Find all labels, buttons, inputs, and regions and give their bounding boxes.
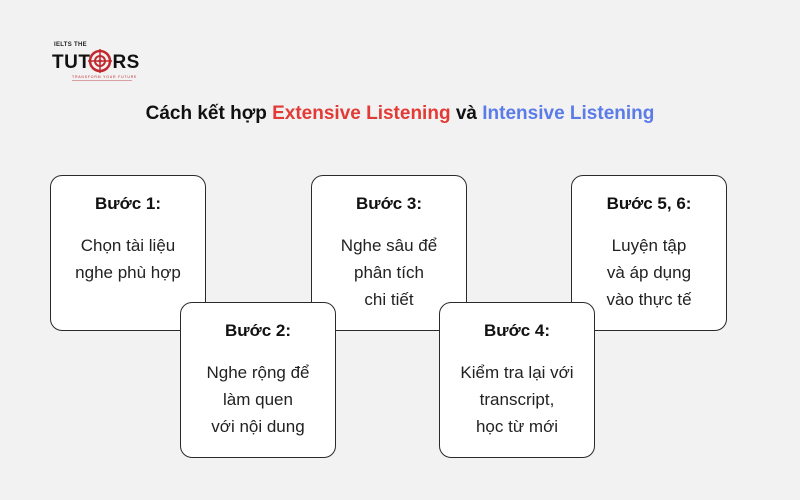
step-text-line: Chọn tài liệu bbox=[80, 236, 176, 255]
logo-tagline: TRANSFORM YOUR FUTURE bbox=[72, 75, 138, 79]
step-text-line: phân tích bbox=[354, 263, 424, 282]
step-description: Chọn tài liệu nghe phù hợp bbox=[59, 232, 197, 286]
title-intensive: Intensive Listening bbox=[482, 103, 655, 124]
step-card-3: Bước 3: Nghe sâu để phân tích chi tiết bbox=[311, 175, 467, 331]
step-description: Nghe sâu để phân tích chi tiết bbox=[320, 232, 458, 313]
step-label: Bước 4: bbox=[484, 321, 550, 340]
step-text-line: Luyện tập bbox=[611, 236, 687, 255]
step-text-line: Nghe rộng để bbox=[206, 363, 310, 382]
step-card-2: Bước 2: Nghe rộng để làm quen với nội du… bbox=[180, 302, 336, 458]
step-card-4: Bước 4: Kiểm tra lại với transcript, học… bbox=[439, 302, 595, 458]
step-label: Bước 1: bbox=[95, 194, 161, 213]
step-card-1: Bước 1: Chọn tài liệu nghe phù hợp bbox=[50, 175, 206, 331]
step-text-line: transcript, bbox=[479, 390, 555, 409]
step-text-line: làm quen bbox=[223, 390, 293, 409]
logo-main-text: TUT RS bbox=[52, 52, 140, 74]
title-prefix: Cách kết hợp bbox=[145, 103, 267, 124]
step-text-line: Kiểm tra lại với bbox=[460, 363, 574, 382]
brand-logo: IELTS THE TUT RS TRANSFORM YOUR FUTURE bbox=[50, 40, 140, 90]
step-text-line: Nghe sâu để bbox=[340, 236, 438, 255]
title-extensive: Extensive Listening bbox=[272, 103, 451, 124]
logo-main-right: RS bbox=[112, 52, 140, 73]
logo-small-text: IELTS THE bbox=[54, 42, 87, 48]
target-icon bbox=[88, 49, 112, 73]
step-text-line: học từ mới bbox=[475, 417, 559, 436]
logo-divider bbox=[72, 80, 132, 81]
step-text-line: vào thực tế bbox=[606, 290, 692, 309]
step-description: Kiểm tra lại với transcript, học từ mới bbox=[448, 359, 586, 440]
step-description: Nghe rộng để làm quen với nội dung bbox=[189, 359, 327, 440]
step-card-5: Bước 5, 6: Luyện tập và áp dụng vào thực… bbox=[571, 175, 727, 331]
step-text-line: nghe phù hợp bbox=[75, 263, 181, 282]
title-connector: và bbox=[455, 103, 477, 124]
step-description: Luyện tập và áp dụng vào thực tế bbox=[580, 232, 718, 313]
step-label: Bước 5, 6: bbox=[606, 194, 692, 213]
step-text-line: và áp dụng bbox=[606, 263, 692, 282]
step-text-line: với nội dung bbox=[211, 417, 305, 436]
step-text-line: chi tiết bbox=[364, 290, 414, 309]
logo-main-left: TUT bbox=[52, 52, 91, 73]
page-title: Cách kết hợp Extensive Listening và Inte… bbox=[0, 103, 800, 125]
step-label: Bước 2: bbox=[225, 321, 291, 340]
step-label: Bước 3: bbox=[356, 194, 422, 213]
